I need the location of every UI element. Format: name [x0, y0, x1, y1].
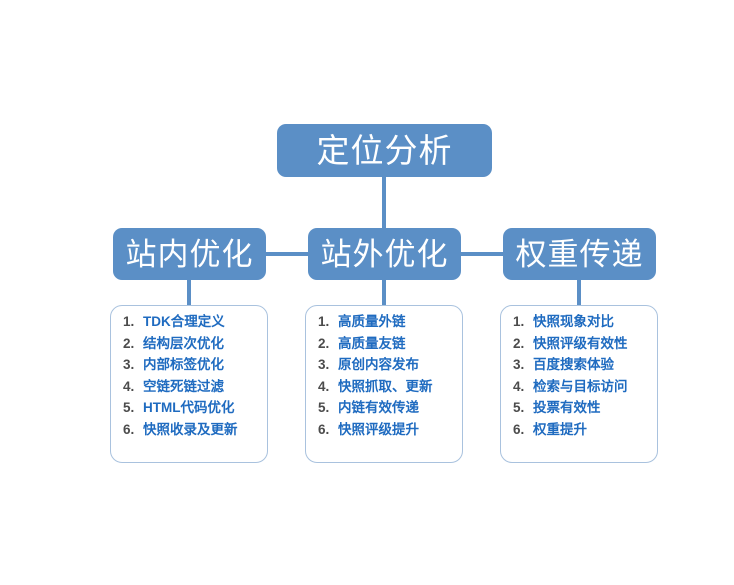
list-item[interactable]: 4. 快照抓取、更新 [318, 378, 458, 394]
list-item-number: 1. [513, 314, 525, 329]
list-item-number: 5. [318, 400, 330, 415]
list-item-number: 6. [513, 421, 525, 437]
list-card-offsite: 1. 高质量外链 2. 高质量友链 3. 原创内容发布 4. 快照抓取、更新 5. 内链有效传递 6… [305, 305, 463, 463]
list-item-label: 结构层次优化 [143, 335, 224, 351]
list-item[interactable]: 3. 内部标签优化 [123, 358, 263, 372]
list-item-label: 百度搜索体验 [533, 357, 614, 372]
list-item-number: 5. [123, 400, 135, 415]
list-item[interactable]: 3. 百度搜索体验 [513, 358, 653, 372]
list-item-label: 权重提升 [533, 421, 587, 437]
list-item-label: 空链死链过滤 [143, 378, 224, 394]
connector-onsite-to-list [187, 279, 191, 307]
node-offsite-label: 站外优化 [320, 236, 449, 272]
list-item[interactable]: 2. 结构层次优化 [123, 335, 263, 351]
list-item[interactable]: 5. HTML代码优化 [123, 401, 263, 415]
list-item-number: 5. [513, 400, 525, 415]
list-item-number: 3. [123, 357, 135, 372]
list-item-label: 内链有效传递 [338, 400, 419, 415]
list-offsite-items: 1. 高质量外链 2. 高质量友链 3. 原创内容发布 4. 快照抓取、更新 5. 内链有效传递 6… [318, 315, 458, 436]
node-offsite[interactable]: 站外优化 [308, 228, 461, 280]
node-root-label: 定位分析 [316, 132, 453, 169]
node-onsite[interactable]: 站内优化 [113, 228, 266, 280]
list-item-number: 4. [123, 378, 135, 394]
list-item-number: 4. [513, 378, 525, 394]
list-item-label: 快照评级提升 [338, 421, 419, 437]
list-item[interactable]: 4. 检索与目标访问 [513, 378, 653, 394]
list-item-label: 内部标签优化 [143, 357, 224, 372]
list-item-label: 高质量友链 [338, 335, 406, 351]
list-item-label: 快照抓取、更新 [338, 378, 433, 394]
list-item[interactable]: 5. 投票有效性 [513, 401, 653, 415]
list-item-number: 2. [513, 335, 525, 351]
list-item-label: 快照评级有效性 [533, 335, 628, 351]
list-item[interactable]: 6. 权重提升 [513, 421, 653, 437]
list-item[interactable]: 1. 高质量外链 [318, 315, 458, 329]
connector-offsite-to-list [382, 279, 386, 307]
list-item-number: 3. [513, 357, 525, 372]
list-item-number: 6. [123, 421, 135, 437]
list-onsite-items: 1. TDK合理定义 2. 结构层次优化 3. 内部标签优化 4. 空链死链过滤 5. HTML代… [123, 315, 263, 436]
list-item[interactable]: 2. 快照评级有效性 [513, 335, 653, 351]
list-item-number: 1. [123, 314, 135, 329]
list-item[interactable]: 1. 快照现象对比 [513, 315, 653, 329]
list-item[interactable]: 2. 高质量友链 [318, 335, 458, 351]
list-item-label: TDK合理定义 [143, 314, 225, 329]
list-item[interactable]: 4. 空链死链过滤 [123, 378, 263, 394]
list-item[interactable]: 6. 快照评级提升 [318, 421, 458, 437]
list-item-label: 原创内容发布 [338, 357, 419, 372]
list-item-label: 投票有效性 [533, 400, 601, 415]
node-weight-label: 权重传递 [515, 236, 644, 272]
list-item[interactable]: 5. 内链有效传递 [318, 401, 458, 415]
list-item-label: 高质量外链 [338, 314, 406, 329]
list-item-label: HTML代码优化 [143, 400, 235, 415]
list-item-number: 4. [318, 378, 330, 394]
connector-onsite-to-offsite [264, 252, 310, 256]
list-item-number: 2. [318, 335, 330, 351]
list-card-weight: 1. 快照现象对比 2. 快照评级有效性 3. 百度搜索体验 4. 检索与目标访问 5. 投票有效… [500, 305, 658, 463]
list-item-label: 检索与目标访问 [533, 378, 628, 394]
list-item-number: 1. [318, 314, 330, 329]
node-weight[interactable]: 权重传递 [503, 228, 656, 280]
list-item[interactable]: 3. 原创内容发布 [318, 358, 458, 372]
list-card-onsite: 1. TDK合理定义 2. 结构层次优化 3. 内部标签优化 4. 空链死链过滤 5. HTML代… [110, 305, 268, 463]
list-item[interactable]: 6. 快照收录及更新 [123, 421, 263, 437]
list-item-label: 快照收录及更新 [143, 421, 238, 437]
list-item-number: 2. [123, 335, 135, 351]
connector-root-to-offsite [382, 177, 386, 229]
list-item-label: 快照现象对比 [533, 314, 614, 329]
connector-weight-to-list [577, 279, 581, 307]
list-item-number: 6. [318, 421, 330, 437]
list-item-number: 3. [318, 357, 330, 372]
list-weight-items: 1. 快照现象对比 2. 快照评级有效性 3. 百度搜索体验 4. 检索与目标访问 5. 投票有效… [513, 315, 653, 436]
connector-offsite-to-weight [459, 252, 505, 256]
list-item[interactable]: 1. TDK合理定义 [123, 315, 263, 329]
node-root[interactable]: 定位分析 [277, 124, 492, 177]
node-onsite-label: 站内优化 [125, 236, 254, 272]
